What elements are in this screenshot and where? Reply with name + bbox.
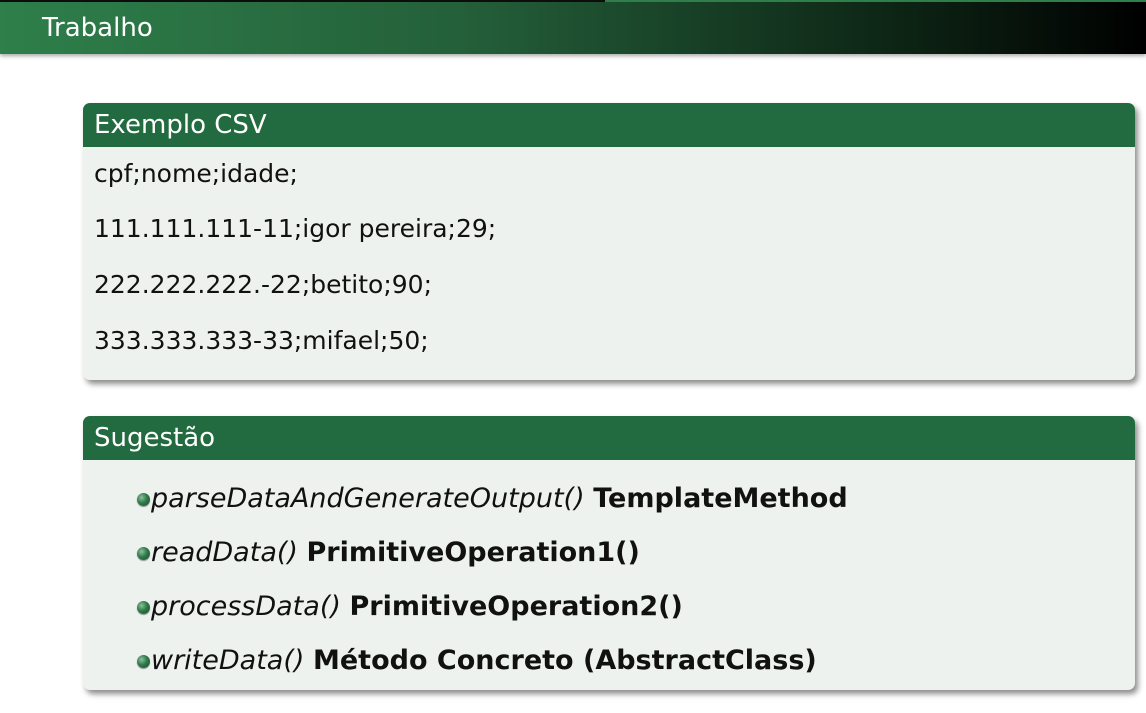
suggestion-block-title: Sugestão	[83, 416, 1135, 460]
method-name: processData()	[151, 591, 350, 622]
frame-title: Trabalho	[42, 13, 153, 43]
method-name: writeData()	[151, 645, 313, 676]
bullet-icon	[137, 601, 150, 614]
csv-block-title: Exemplo CSV	[83, 103, 1135, 147]
pattern-role: Método Concreto (AbstractClass)	[313, 645, 817, 676]
csv-data-line: 333.333.333-33;mifael;50;	[94, 326, 429, 355]
csv-data-line: 111.111.111-11;igor pereira;29;	[94, 214, 497, 243]
suggestion-block-body: parseDataAndGenerateOutput() TemplateMet…	[83, 460, 1135, 688]
suggestion-block: Sugestão parseDataAndGenerateOutput() Te…	[83, 416, 1135, 690]
list-item: writeData() Método Concreto (AbstractCla…	[94, 634, 1124, 688]
bullet-icon	[137, 493, 150, 506]
bullet-icon	[137, 547, 150, 560]
method-name: readData()	[151, 537, 307, 568]
list-item: readData() PrimitiveOperation1()	[94, 526, 1124, 580]
list-item: processData() PrimitiveOperation2()	[94, 580, 1124, 634]
csv-block-body: cpf;nome;idade; 111.111.111-11;igor pere…	[83, 147, 1135, 369]
csv-example-block: Exemplo CSV cpf;nome;idade; 111.111.111-…	[83, 103, 1135, 380]
suggestion-list: parseDataAndGenerateOutput() TemplateMet…	[94, 460, 1124, 688]
frame-title-bar: Trabalho	[0, 0, 1146, 54]
pattern-role: PrimitiveOperation1()	[306, 537, 640, 568]
bullet-icon	[137, 655, 150, 668]
csv-header-line: cpf;nome;idade;	[94, 159, 298, 188]
pattern-role: PrimitiveOperation2()	[349, 591, 683, 622]
list-item: parseDataAndGenerateOutput() TemplateMet…	[94, 472, 1124, 526]
pattern-role: TemplateMethod	[593, 483, 848, 514]
method-name: parseDataAndGenerateOutput()	[151, 483, 594, 514]
csv-data-line: 222.222.222.-22;betito;90;	[94, 270, 433, 299]
